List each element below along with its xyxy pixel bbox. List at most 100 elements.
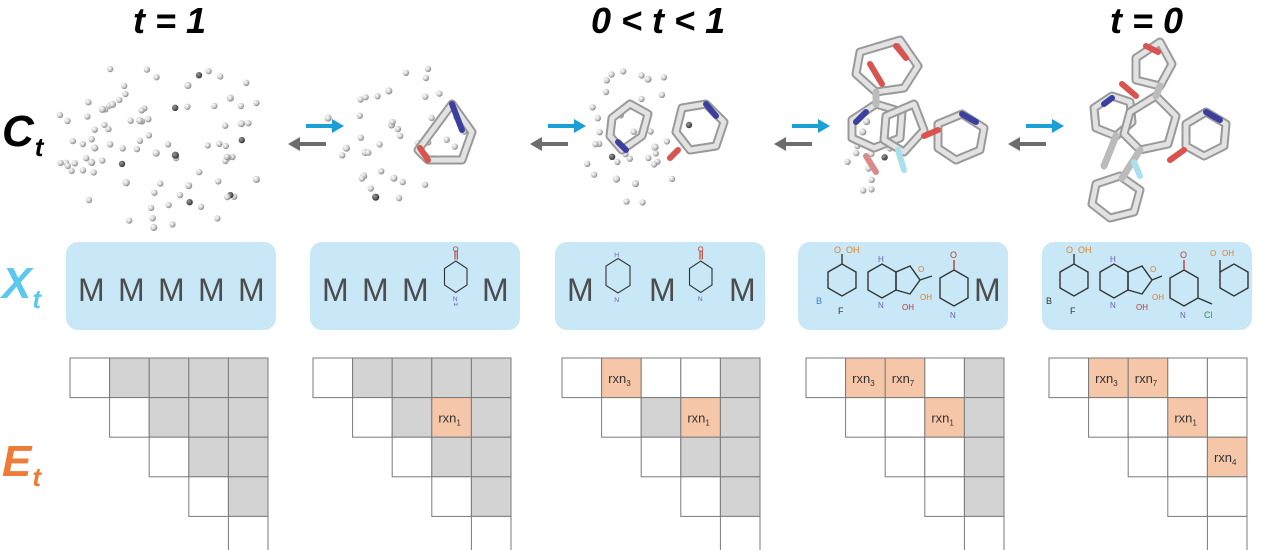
noise-atom bbox=[389, 118, 396, 126]
token-m: M bbox=[322, 272, 349, 308]
swap-arrow-3 bbox=[774, 119, 830, 151]
noise-atom bbox=[214, 215, 221, 222]
noise-atom bbox=[881, 154, 888, 161]
empty-cell bbox=[312, 357, 354, 399]
noise-atom bbox=[623, 198, 630, 205]
noise-atom bbox=[594, 115, 601, 122]
masked-cell bbox=[963, 357, 1005, 399]
atom-o: O bbox=[918, 265, 924, 274]
noise-atom bbox=[365, 149, 372, 156]
piperidinone-structure: O N bbox=[688, 246, 713, 303]
atom-b: B bbox=[816, 296, 822, 306]
noise-atom bbox=[685, 121, 693, 129]
time-label-t1: t = 1 bbox=[133, 0, 207, 41]
noise-atom bbox=[184, 81, 192, 89]
atom-panel-stage5: O OH B F H N O OH OH O N O OH Cl bbox=[1042, 242, 1252, 330]
reaction-label: rxn3 bbox=[852, 371, 875, 388]
noise-atom bbox=[650, 161, 658, 168]
noise-atom bbox=[143, 66, 151, 73]
noise-atom bbox=[122, 90, 129, 98]
row-label-e-letter: E bbox=[2, 437, 32, 486]
noise-atom bbox=[394, 125, 402, 133]
noise-atom bbox=[245, 120, 252, 127]
masked-cell bbox=[188, 397, 229, 438]
atom-o: O bbox=[834, 245, 841, 255]
noise-atom bbox=[222, 142, 229, 150]
reaction-label: rxn4 bbox=[1214, 450, 1237, 467]
noise-atom bbox=[64, 117, 71, 125]
noise-atom bbox=[859, 128, 867, 136]
noise-atom bbox=[223, 153, 231, 160]
noise-atom bbox=[668, 175, 676, 183]
time-label-t0: t = 0 bbox=[1110, 0, 1184, 41]
reaction-index: 4 bbox=[1232, 458, 1237, 467]
edge-matrix-stage1 bbox=[69, 357, 269, 550]
noise-atom bbox=[644, 75, 652, 83]
empty-cell bbox=[431, 476, 472, 517]
noise-atom bbox=[612, 175, 621, 183]
noise-atom bbox=[171, 151, 179, 159]
noise-atom bbox=[138, 107, 145, 114]
empty-cell bbox=[391, 436, 433, 478]
noise-atom bbox=[79, 140, 87, 148]
atom-f: F bbox=[1070, 306, 1076, 316]
row-label-x-sub: t bbox=[32, 284, 42, 314]
reaction-cell bbox=[845, 357, 886, 399]
noise-atom bbox=[79, 167, 87, 174]
empty-cell bbox=[1167, 436, 1208, 478]
noise-atom bbox=[186, 199, 193, 206]
noise-atom bbox=[145, 132, 153, 139]
atom-cl: Cl bbox=[1204, 310, 1213, 320]
empty-cell bbox=[69, 357, 111, 399]
noise-atom bbox=[844, 158, 851, 165]
token-m: M bbox=[402, 272, 429, 308]
noise-atom bbox=[356, 112, 363, 119]
empty-cell bbox=[805, 357, 847, 399]
reaction-cell bbox=[924, 397, 965, 438]
noise-atom bbox=[118, 160, 126, 168]
noise-atom bbox=[422, 74, 430, 82]
noise-atom bbox=[252, 175, 260, 183]
noise-atom bbox=[204, 142, 211, 149]
empty-cell bbox=[1127, 436, 1169, 478]
token-m: M bbox=[158, 272, 185, 308]
row-label-c-letter: C bbox=[2, 107, 34, 156]
noise-atom bbox=[57, 159, 64, 167]
masked-cell bbox=[640, 397, 682, 438]
empty-cell bbox=[924, 436, 965, 478]
empty-cell bbox=[963, 515, 1005, 550]
reaction-label: rxn7 bbox=[892, 371, 915, 388]
noise-atom bbox=[145, 116, 152, 123]
noise-atom bbox=[253, 99, 260, 107]
time-label-intermediate: 0 < t < 1 bbox=[591, 0, 726, 41]
reaction-index: 1 bbox=[949, 418, 954, 427]
noise-atom bbox=[626, 155, 633, 162]
noise-atom bbox=[421, 181, 429, 188]
noise-atom bbox=[169, 221, 176, 228]
atom-h: H bbox=[614, 252, 619, 259]
noise-atom bbox=[342, 144, 350, 152]
noise-atom bbox=[663, 138, 671, 145]
atom-o: O bbox=[453, 246, 459, 253]
masked-cell bbox=[470, 397, 512, 438]
masked-cell bbox=[719, 436, 761, 478]
noise-atom bbox=[367, 185, 374, 192]
noise-atom bbox=[645, 154, 652, 162]
noise-atom bbox=[630, 128, 637, 135]
empty-cell bbox=[1127, 397, 1169, 438]
empty-cell bbox=[1167, 357, 1208, 399]
noise-atom bbox=[98, 105, 106, 113]
noise-atom bbox=[185, 182, 193, 190]
noise-atom bbox=[164, 141, 172, 148]
empty-cell bbox=[680, 476, 721, 517]
noise-atom bbox=[357, 134, 364, 141]
noise-atom bbox=[399, 178, 406, 186]
noise-atom bbox=[428, 114, 435, 122]
atom-f: F bbox=[838, 306, 844, 316]
masked-cell bbox=[227, 397, 269, 438]
noise-atom bbox=[620, 68, 627, 75]
reaction-index: 1 bbox=[456, 418, 461, 427]
row-label-coordinates: Ct bbox=[2, 107, 43, 161]
reaction-index: 3 bbox=[1113, 379, 1118, 388]
